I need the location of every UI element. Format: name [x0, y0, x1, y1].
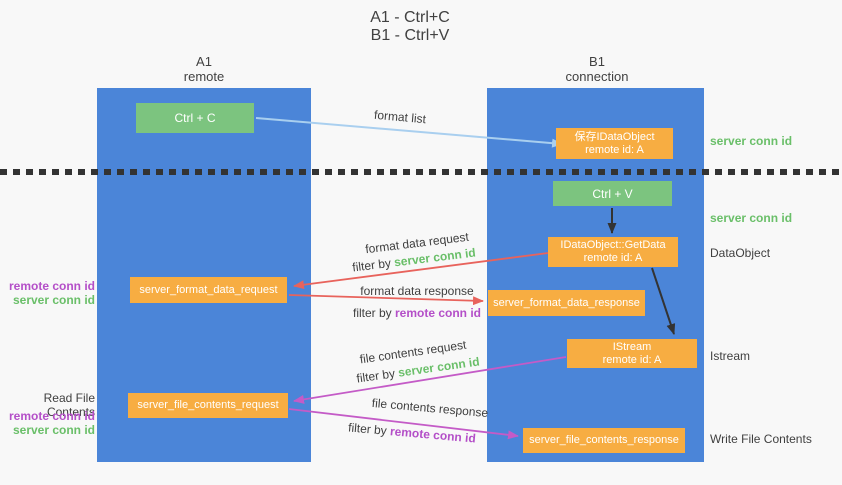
file-contents-response-label: file contents response [371, 395, 489, 421]
filter-by-text: filter by [352, 306, 395, 320]
format-list-label: format list [373, 107, 427, 127]
filter-by-text: filter by [355, 365, 400, 386]
node-save-idataobject: 保存IDataObject remote id: A [556, 128, 673, 159]
column-header-a1: A1 remote [144, 54, 264, 84]
node-istream-line2: remote id: A [602, 353, 662, 366]
server-conn-id-label: server conn id [12, 293, 95, 307]
paste-server-conn-id-label: server conn id [710, 211, 793, 225]
node-idataobject-getdata: IDataObject::GetData remote id: A [548, 237, 678, 267]
dataobject-label: DataObject [710, 246, 771, 260]
node-istream-line1: IStream [612, 340, 652, 353]
node-server-file-contents-request: server_file_contents_request [128, 393, 288, 418]
column-b1-subtitle: connection [565, 69, 629, 84]
remote-conn-id-text: remote conn id [389, 424, 477, 446]
node-ctrl-v: Ctrl + V [553, 181, 672, 206]
session-divider-dashed-line [0, 169, 842, 175]
node-istream: IStream remote id: A [567, 339, 697, 368]
column-header-b1: B1 connection [537, 54, 657, 84]
file-request-conn-ids: remote conn id server conn id [0, 409, 95, 437]
format-request-conn-ids: remote conn id server conn id [0, 279, 95, 307]
node-getdata-line2: remote id: A [583, 252, 643, 264]
istream-label: Istream [710, 349, 751, 363]
column-b1-name: B1 [589, 54, 605, 69]
title-line-1: A1 - Ctrl+C [370, 9, 450, 26]
format-data-response-filter-label: filter by remote conn id [353, 306, 481, 320]
node-format-request-label: server_format_data_request [139, 283, 278, 296]
file-contents-response-filter-label: filter by remote conn id [348, 420, 477, 445]
node-ctrl-c: Ctrl + C [136, 103, 254, 133]
column-a1-name: A1 [196, 54, 212, 69]
remote-conn-id-text: remote conn id [395, 306, 482, 320]
format-data-response-label: format data response [360, 284, 474, 298]
filter-by-text: filter by [351, 255, 395, 275]
column-a1-subtitle: remote [183, 69, 225, 84]
node-file-response-label: server_file_contents_response [529, 434, 679, 446]
filter-by-text: filter by [347, 420, 391, 439]
node-server-format-data-response: server_format_data_response [488, 290, 645, 316]
title-line-2: B1 - Ctrl+V [370, 27, 450, 44]
node-server-file-contents-response: server_file_contents_response [523, 428, 685, 453]
node-save-idataobject-line2: remote id: A [585, 143, 644, 156]
write-file-contents-label: Write File Contents [710, 432, 812, 446]
clipboard-server-conn-id-label: server conn id [710, 134, 793, 148]
remote-conn-id-label: remote conn id [8, 279, 95, 293]
node-save-idataobject-line1: 保存IDataObject [574, 130, 655, 143]
server-conn-id-label: server conn id [12, 423, 95, 437]
node-server-format-data-request: server_format_data_request [130, 277, 287, 303]
diagram-title: A1 - Ctrl+C B1 - Ctrl+V [300, 9, 520, 45]
node-ctrl-v-label: Ctrl + V [592, 186, 633, 201]
node-getdata-line1: IDataObject::GetData [560, 239, 666, 251]
node-format-response-label: server_format_data_response [493, 296, 640, 309]
node-file-request-label: server_file_contents_request [137, 399, 279, 411]
read-file-contents-label: Read File Contents [43, 391, 95, 419]
remote-conn-id-label: remote conn id [8, 409, 95, 423]
node-ctrl-c-label: Ctrl + C [174, 111, 216, 125]
